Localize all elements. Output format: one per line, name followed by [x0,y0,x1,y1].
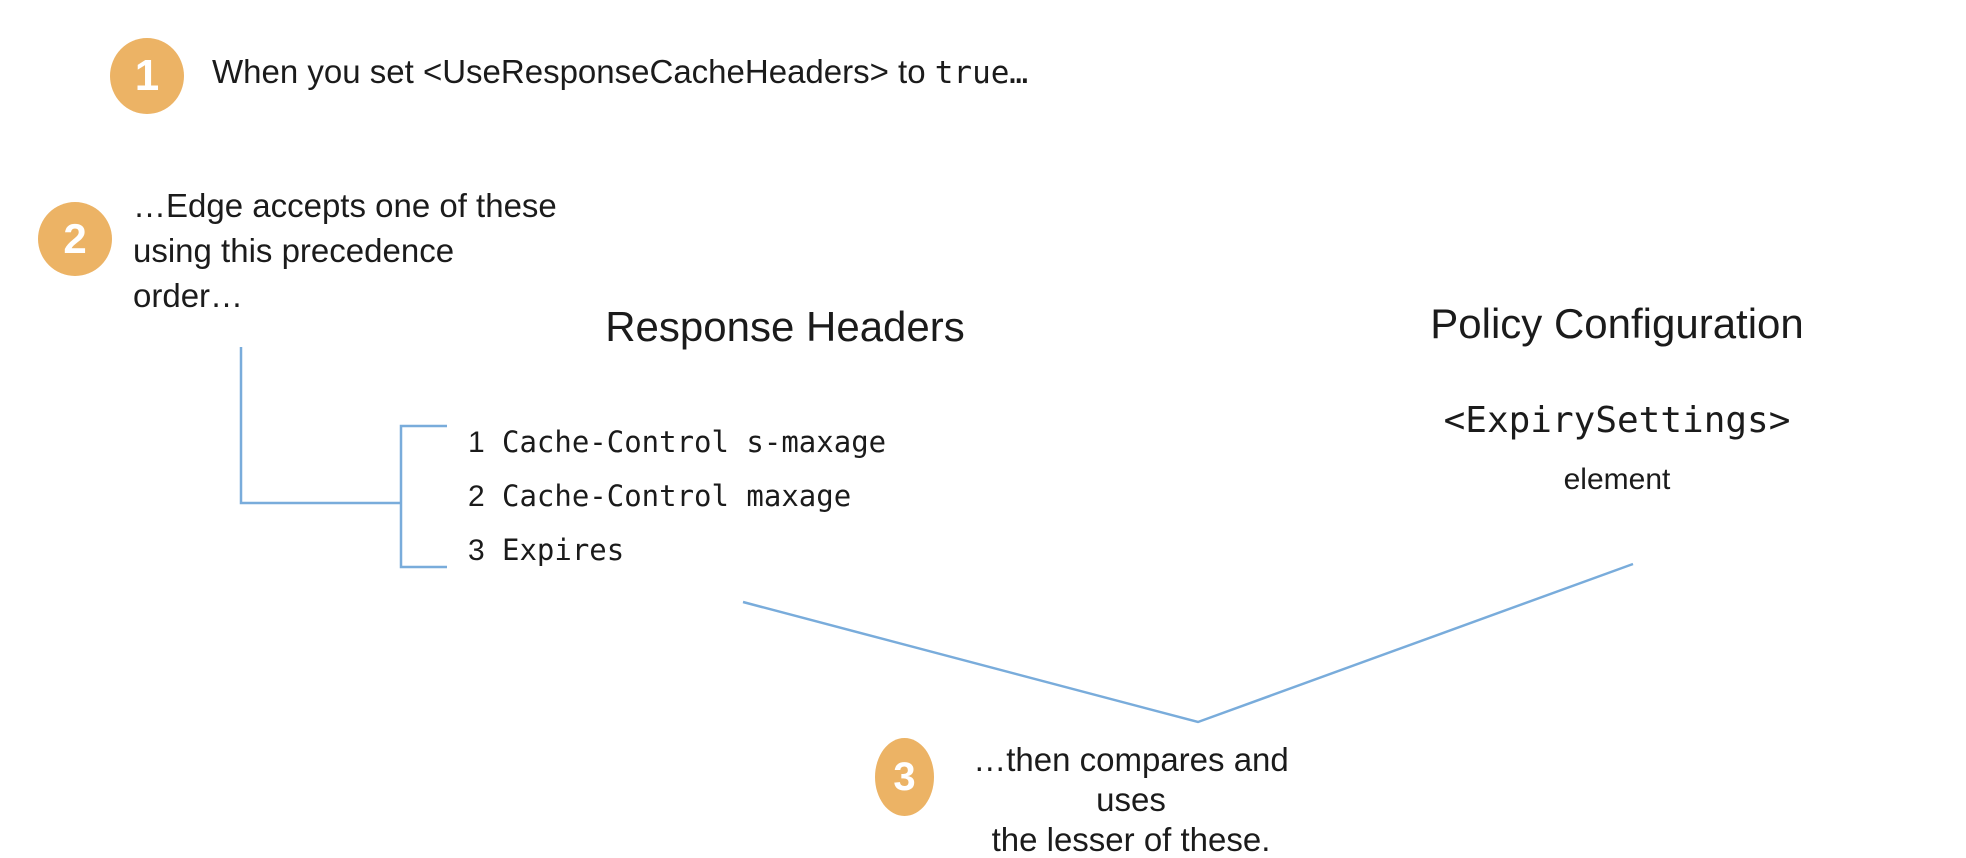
list-item-cache-control-s-maxage: 1 Cache-Control s-maxage [468,424,886,460]
step-3-badge: 3 [875,738,934,816]
expiry-settings-element-label: element [1563,463,1671,496]
list-item-value: Cache-Control maxage [502,479,852,513]
step-1-text-prefix: When you set <UseResponseCacheHeaders> t… [212,53,935,90]
list-item-expires: 3 Expires [468,532,886,568]
list-bracket-line [399,424,447,569]
list-item-order: 3 [468,534,485,567]
response-headers-title: Response Headers [605,303,965,350]
precedence-connector-line [239,347,401,505]
step-2-text: …Edge accepts one of these using this pr… [133,187,557,314]
step-3-text: …then compares and uses the lesser of th… [973,741,1289,858]
compare-v-line [742,562,1634,724]
step-2-number: 2 [63,215,87,262]
list-item-value: Expires [502,533,625,567]
step-1-number: 1 [134,51,160,100]
list-item-order: 2 [468,480,485,513]
step-1-text: When you set <UseResponseCacheHeaders> t… [212,50,1028,95]
step-1-text-code: true… [934,55,1029,91]
response-headers-list: 1 Cache-Control s-maxage 2 Cache-Control… [468,424,886,586]
list-item-cache-control-maxage: 2 Cache-Control maxage [468,478,886,514]
policy-configuration-title: Policy Configuration [1430,300,1804,347]
step-1-badge: 1 [110,38,184,114]
step-3-number: 3 [893,754,916,799]
list-item-order: 1 [468,426,485,459]
expiry-settings-element: <ExpirySettings> [1443,400,1791,441]
list-item-value: Cache-Control s-maxage [502,425,887,459]
step-2-badge: 2 [38,202,112,276]
